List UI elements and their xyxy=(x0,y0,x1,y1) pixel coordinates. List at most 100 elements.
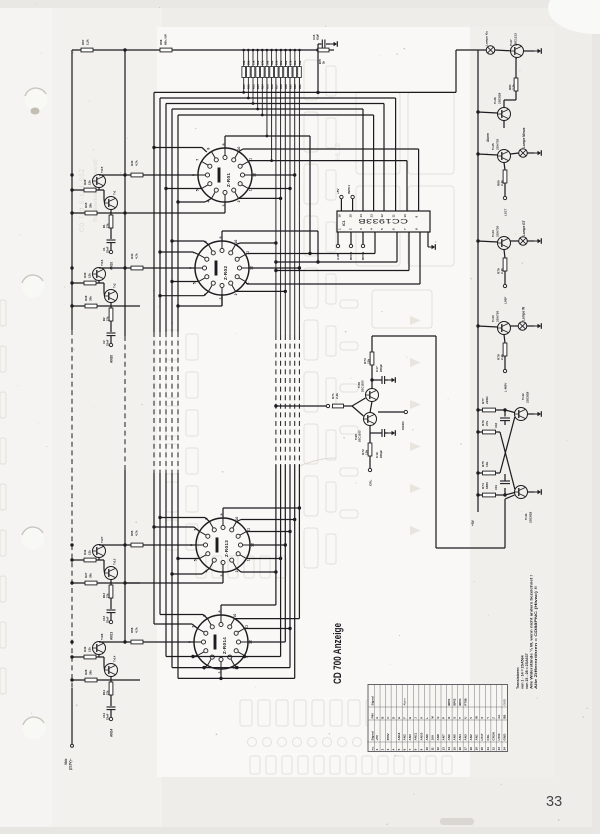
svg-text:Y: Y xyxy=(486,717,490,719)
svg-text:BP0N: BP0N xyxy=(361,251,365,260)
svg-text:11: 11 xyxy=(248,158,252,162)
svg-text:AN5: AN5 xyxy=(453,734,457,740)
svg-text:L: L xyxy=(425,717,429,719)
svg-text:AN4: AN4 xyxy=(458,734,462,740)
svg-text:8: 8 xyxy=(204,241,208,243)
svg-text:INPC1: INPC1 xyxy=(347,185,351,194)
svg-text:2: 2 xyxy=(237,200,241,202)
svg-text:2,2k: 2,2k xyxy=(500,354,504,360)
svg-text:R62: R62 xyxy=(298,84,302,89)
svg-text:R60: R60 xyxy=(289,84,293,89)
svg-text:220Ω: 220Ω xyxy=(485,396,489,404)
svg-text:2,2k: 2,2k xyxy=(500,180,504,186)
svg-text:AN7: AN7 xyxy=(441,734,445,740)
svg-text:5: 5 xyxy=(380,228,384,230)
svg-text:1: 1 xyxy=(375,748,379,750)
svg-text:2SC828: 2SC828 xyxy=(529,512,533,523)
svg-text:2SA720: 2SA720 xyxy=(496,139,500,150)
svg-text:R42: R42 xyxy=(83,646,87,652)
svg-text:8: 8 xyxy=(207,148,211,150)
svg-text:Tr13: Tr13 xyxy=(113,558,117,565)
svg-text:2k: 2k xyxy=(322,61,326,64)
svg-text:T: T xyxy=(458,717,462,719)
svg-text:CD 700 S-1+1-S0Z: CD 700 S-1+1-S0Z xyxy=(80,168,86,232)
svg-text:R54: R54 xyxy=(261,84,265,89)
svg-text:21: 21 xyxy=(486,747,490,751)
svg-text:2: 2 xyxy=(380,748,384,750)
svg-text:R75: R75 xyxy=(481,461,485,467)
svg-text:PT0B: PT0B xyxy=(464,698,468,705)
svg-text:AN3: AN3 xyxy=(464,734,468,740)
svg-text:C17: C17 xyxy=(375,366,379,372)
svg-text:8: 8 xyxy=(414,748,418,750)
svg-text:Tr2: Tr2 xyxy=(113,283,117,288)
svg-text:11: 11 xyxy=(244,625,248,629)
svg-text:27k: 27k xyxy=(106,223,110,228)
svg-text:Lampe GT: Lampe GT xyxy=(522,220,526,236)
svg-text:7: 7 xyxy=(408,748,412,750)
svg-text:9: 9 xyxy=(218,610,222,612)
svg-text:5: 5 xyxy=(397,748,401,750)
svg-text:C2: C2 xyxy=(102,340,106,344)
svg-text:9: 9 xyxy=(222,143,226,145)
svg-text:L50F: L50F xyxy=(504,297,508,304)
svg-text:18: 18 xyxy=(469,747,473,751)
svg-text:R1: R1 xyxy=(102,224,106,228)
svg-text:12k: 12k xyxy=(88,550,92,555)
svg-text:4: 4 xyxy=(392,748,396,750)
svg-text:Tr.25: Tr.25 xyxy=(491,143,495,150)
svg-text:6800: 6800 xyxy=(485,482,489,489)
svg-text:20: 20 xyxy=(480,747,484,751)
svg-text:Tr28: Tr28 xyxy=(100,633,104,640)
svg-text:R58: R58 xyxy=(279,84,283,89)
svg-text:2SC828: 2SC828 xyxy=(526,392,530,403)
svg-text:1: 1 xyxy=(248,189,252,191)
svg-text:AN3: AN3 xyxy=(408,734,412,740)
svg-text:Lampe Ku: Lampe Ku xyxy=(485,31,489,46)
svg-text:Alle Widerstände ¼ W, wenn nic: Alle Widerstände ¼ W, wenn nicht anders … xyxy=(530,575,534,689)
svg-text:R79: R79 xyxy=(497,268,501,274)
svg-text:R29: R29 xyxy=(83,179,87,185)
svg-text:350V: 350V xyxy=(386,732,390,740)
svg-text:13: 13 xyxy=(441,747,445,751)
svg-text:CRL: CRL xyxy=(369,480,373,486)
svg-text:U: U xyxy=(464,717,468,719)
svg-text:AN10: AN10 xyxy=(419,732,423,740)
svg-text:13: 13 xyxy=(370,214,374,218)
svg-text:R13: R13 xyxy=(102,592,106,598)
svg-text:R71: R71 xyxy=(331,393,335,399)
svg-text:R30: R30 xyxy=(83,272,87,278)
svg-text:10k: 10k xyxy=(485,462,489,467)
svg-text:H: H xyxy=(408,717,412,719)
svg-text:27k: 27k xyxy=(261,60,265,65)
svg-text:R77: R77 xyxy=(481,398,485,404)
svg-text:F: F xyxy=(403,717,407,719)
svg-text:39k: 39k xyxy=(265,60,269,65)
svg-text:9: 9 xyxy=(219,236,223,238)
svg-text:AN9: AN9 xyxy=(425,734,429,740)
svg-text:27k: 27k xyxy=(106,690,110,695)
svg-text:4,7k: 4,7k xyxy=(135,160,139,166)
svg-text:27k: 27k xyxy=(106,316,110,321)
svg-text:HL10: HL10 xyxy=(335,143,342,160)
svg-text:4: 4 xyxy=(207,200,211,202)
svg-text:Z-Rö14: Z-Rö14 xyxy=(222,637,227,654)
svg-text:3: 3 xyxy=(359,228,363,230)
svg-text:9: 9 xyxy=(419,748,423,750)
svg-text:2: 2 xyxy=(234,293,238,295)
svg-text:R51: R51 xyxy=(247,84,251,89)
svg-text:+5V: +5V xyxy=(336,187,340,194)
svg-text:22: 22 xyxy=(491,747,495,751)
svg-text:GND: GND xyxy=(502,699,506,705)
svg-text:2,2k: 2,2k xyxy=(512,84,516,90)
svg-text:5: 5 xyxy=(194,559,198,561)
svg-text:AN11: AN11 xyxy=(414,732,418,740)
svg-text:1: 1 xyxy=(246,559,250,561)
svg-text:220pF: 220pF xyxy=(379,364,383,372)
svg-text:R73: R73 xyxy=(363,358,367,364)
svg-text:Tr29: Tr29 xyxy=(354,434,358,440)
svg-text:C: C xyxy=(386,716,390,719)
svg-text:AN10: AN10 xyxy=(110,262,114,270)
svg-text:15: 15 xyxy=(349,214,353,218)
svg-text:9: 9 xyxy=(415,216,419,218)
